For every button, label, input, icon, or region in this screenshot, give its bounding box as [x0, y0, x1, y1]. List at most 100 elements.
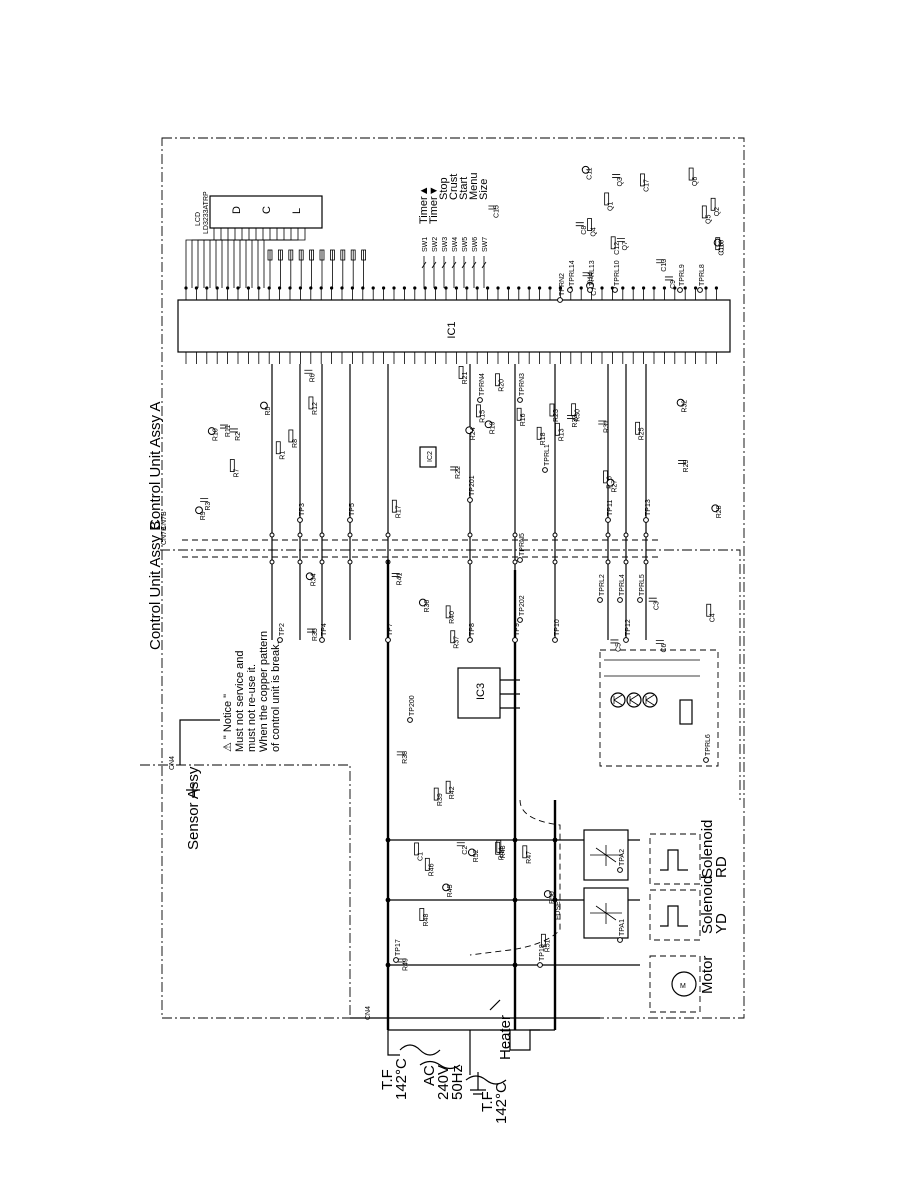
test-point [517, 397, 523, 403]
lcd-letter-c: C [261, 206, 273, 214]
sw-stop-label: Stop [438, 177, 450, 200]
capacitor-symbol [396, 751, 405, 756]
test-point [677, 287, 683, 293]
connector-pin [347, 532, 353, 538]
test-point-label: TPRL5 [639, 574, 646, 596]
resistor-symbol [536, 426, 542, 440]
pin-dot [486, 286, 490, 290]
test-point [477, 397, 483, 403]
connector-pin [319, 559, 325, 565]
switch-id: SW3 [442, 237, 449, 252]
pin-dot [704, 286, 708, 290]
seg-resistor [329, 249, 335, 261]
transistor-leads [645, 694, 655, 706]
test-point-label: TPRL2 [599, 574, 606, 596]
component-ref: R25 [639, 427, 646, 440]
ic3-label: IC3 [475, 683, 487, 700]
ic2-label: IC2 [427, 451, 434, 462]
test-point [407, 717, 413, 723]
component-ref: R8 [292, 439, 299, 448]
seg-resistor [319, 249, 325, 261]
loads: M [649, 833, 701, 1013]
component-ref: C11 [587, 167, 594, 179]
test-point-label: TPRN3 [519, 373, 526, 396]
test-point [393, 957, 399, 963]
seg-resistor [361, 249, 367, 261]
component-ref: Q4 [591, 227, 598, 236]
pin-dot [683, 286, 687, 290]
pin-dot [194, 286, 198, 290]
component-ref: R52 [473, 849, 480, 862]
transistor-symbol [610, 692, 626, 708]
pin-dot [558, 286, 563, 290]
test-point-circle [543, 890, 552, 898]
tf1-temp: 142°C [393, 1058, 410, 1100]
solenoid-yd-label-1: Solenoid [699, 876, 716, 934]
resistor-symbol [495, 841, 501, 855]
heater-guard-line [469, 799, 561, 956]
test-point-label: TP2 [279, 623, 286, 636]
component-ref: R9 [200, 511, 207, 520]
connector-pin [269, 532, 275, 538]
component-ref: R33 [572, 415, 579, 428]
pin-dot [434, 286, 438, 290]
test-point-circle [711, 504, 720, 513]
lcd-trace [197, 228, 229, 288]
test-point-label: TP9 [514, 623, 521, 636]
pin-dot [465, 286, 469, 290]
component-ref: R37 [454, 636, 461, 649]
ssr2-symbol [590, 903, 622, 924]
component-ref: R10 [213, 428, 220, 441]
component-ref: Q7 [622, 241, 629, 250]
resistor-symbol [640, 173, 645, 187]
resistor-symbol [458, 366, 464, 379]
pin-dot [621, 286, 625, 290]
component-ref: R39 [437, 793, 444, 806]
capacitor-symbol [200, 498, 209, 503]
test-point [347, 517, 353, 523]
connector-pin [319, 532, 325, 538]
control-unit-b-label: Control Unit Assy B [147, 521, 164, 650]
relay-coil [679, 699, 693, 725]
component-ref: C10 [719, 240, 726, 253]
component-ref: R19 [490, 421, 497, 434]
component-ref: R23 [553, 409, 560, 422]
resistor-symbol [549, 403, 555, 417]
component-ref: R43 [500, 845, 507, 858]
switch-labels: Timer▲ Timer▼ Stop Crust Start Menu Size [418, 172, 490, 224]
junction-dot [385, 962, 391, 968]
pin-dot [714, 286, 719, 290]
junction-dot [512, 837, 518, 843]
pin-dot [205, 286, 209, 290]
component-ref: C13 [661, 259, 668, 272]
connector-pin [643, 532, 649, 538]
test-point [385, 637, 391, 643]
connector-pin [467, 559, 473, 565]
connector-pin [605, 532, 611, 538]
test-point-circle [467, 848, 476, 857]
test-point [617, 597, 623, 603]
switch-contact [441, 261, 447, 269]
pin-dot [694, 286, 698, 290]
component-ref: R20 [499, 379, 506, 392]
pin-dot [662, 286, 667, 290]
pin-dot [673, 286, 677, 290]
tf1-lead [387, 1030, 400, 1056]
notice-line2: must not re-use it. [246, 664, 258, 752]
component-ref: R3 [205, 502, 212, 511]
test-point [277, 637, 283, 643]
test-point-label: TP7 [387, 623, 394, 636]
resistor-symbol [604, 192, 610, 206]
pin-dot [382, 286, 386, 290]
switch-id: SW7 [482, 237, 489, 252]
resistor-symbol [229, 459, 235, 472]
component-ref: R2 [235, 432, 242, 441]
switch-contact [461, 261, 467, 269]
component-ref: R42 [449, 786, 456, 799]
junction-dot [552, 837, 558, 843]
component-ref: C12 [614, 242, 621, 255]
connector-pin [512, 559, 518, 565]
cn-b-label: CN7B [161, 526, 168, 545]
